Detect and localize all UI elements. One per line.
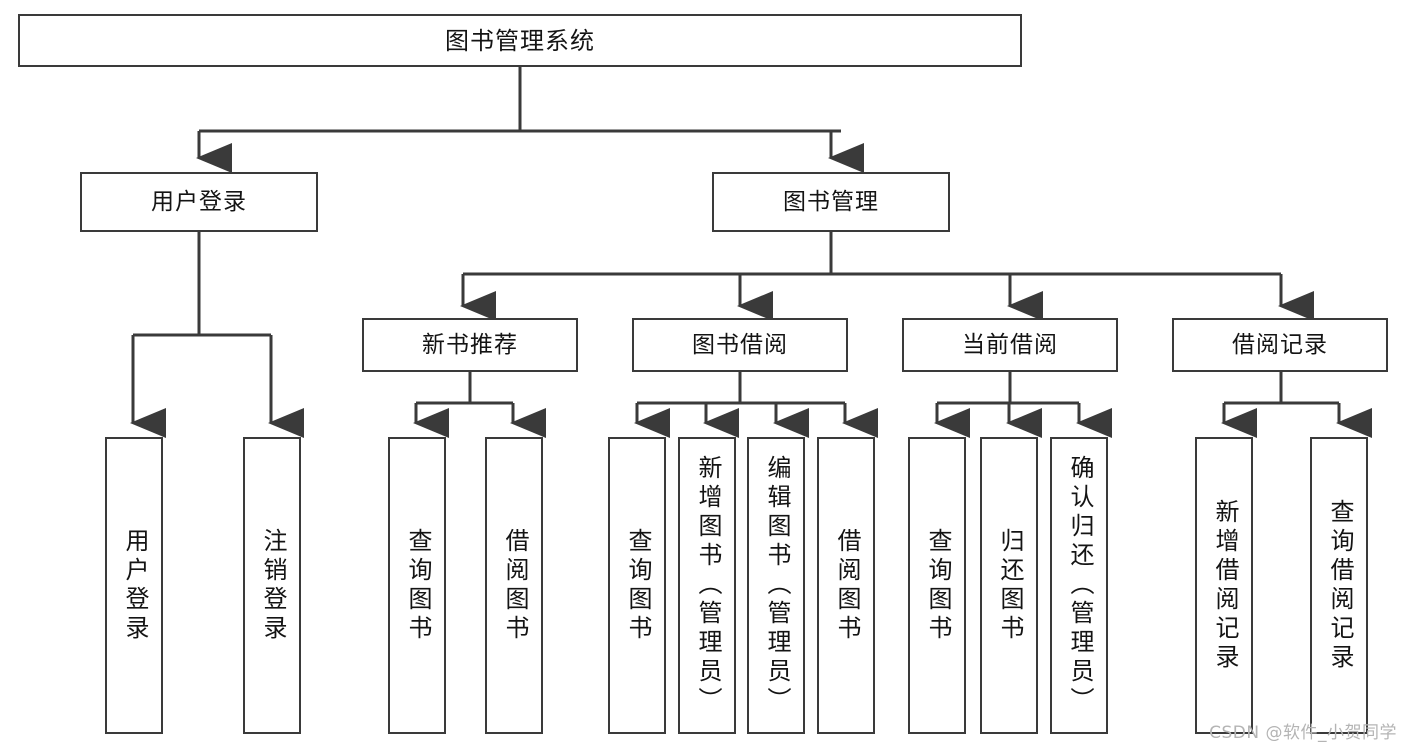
leaf-return-book[interactable]: 归还图书 — [980, 437, 1038, 734]
leaf-return-book-label: 归还图书 — [995, 527, 1024, 644]
node-book-borrow[interactable]: 图书借阅 — [632, 318, 848, 372]
node-current-borrow-label: 当前借阅 — [962, 331, 1058, 358]
node-new-book-recommend-label: 新书推荐 — [422, 331, 518, 358]
leaf-confirm-return-admin[interactable]: 确认归还（管理员） — [1050, 437, 1108, 734]
leaf-edit-book-admin[interactable]: 编辑图书（管理员） — [747, 437, 805, 734]
leaf-borrow-book-recommend-label: 借阅图书 — [500, 527, 529, 644]
leaf-borrow-book-recommend[interactable]: 借阅图书 — [485, 437, 543, 734]
leaf-query-borrow-record-label: 查询借阅记录 — [1325, 498, 1354, 673]
node-user-login[interactable]: 用户登录 — [80, 172, 318, 232]
leaf-query-book-borrow[interactable]: 查询图书 — [608, 437, 666, 734]
leaf-query-book-recommend-label: 查询图书 — [403, 527, 432, 644]
leaf-user-login[interactable]: 用户登录 — [105, 437, 163, 734]
node-root-label: 图书管理系统 — [445, 26, 595, 55]
node-borrow-record-label: 借阅记录 — [1232, 331, 1328, 358]
leaf-user-logout[interactable]: 注销登录 — [243, 437, 301, 734]
leaf-user-login-label: 用户登录 — [120, 527, 149, 644]
leaf-query-book-recommend[interactable]: 查询图书 — [388, 437, 446, 734]
leaf-borrow-book-label: 借阅图书 — [832, 527, 861, 644]
leaf-edit-book-admin-label: 编辑图书（管理员） — [762, 455, 791, 716]
leaf-user-logout-label: 注销登录 — [258, 527, 287, 644]
leaf-confirm-return-admin-label: 确认归还（管理员） — [1065, 455, 1094, 716]
leaf-add-book-admin-label: 新增图书（管理员） — [693, 455, 722, 716]
node-current-borrow[interactable]: 当前借阅 — [902, 318, 1118, 372]
leaf-query-book-current[interactable]: 查询图书 — [908, 437, 966, 734]
node-book-borrow-label: 图书借阅 — [692, 331, 788, 358]
leaf-add-borrow-record[interactable]: 新增借阅记录 — [1195, 437, 1253, 734]
node-root[interactable]: 图书管理系统 — [18, 14, 1022, 67]
node-book-management-label: 图书管理 — [783, 188, 879, 215]
leaf-query-book-borrow-label: 查询图书 — [623, 527, 652, 644]
leaf-add-book-admin[interactable]: 新增图书（管理员） — [678, 437, 736, 734]
node-user-login-label: 用户登录 — [151, 188, 247, 215]
leaf-query-borrow-record[interactable]: 查询借阅记录 — [1310, 437, 1368, 734]
leaf-add-borrow-record-label: 新增借阅记录 — [1210, 498, 1239, 673]
leaf-borrow-book[interactable]: 借阅图书 — [817, 437, 875, 734]
node-borrow-record[interactable]: 借阅记录 — [1172, 318, 1388, 372]
node-book-management[interactable]: 图书管理 — [712, 172, 950, 232]
leaf-query-book-current-label: 查询图书 — [923, 527, 952, 644]
node-new-book-recommend[interactable]: 新书推荐 — [362, 318, 578, 372]
